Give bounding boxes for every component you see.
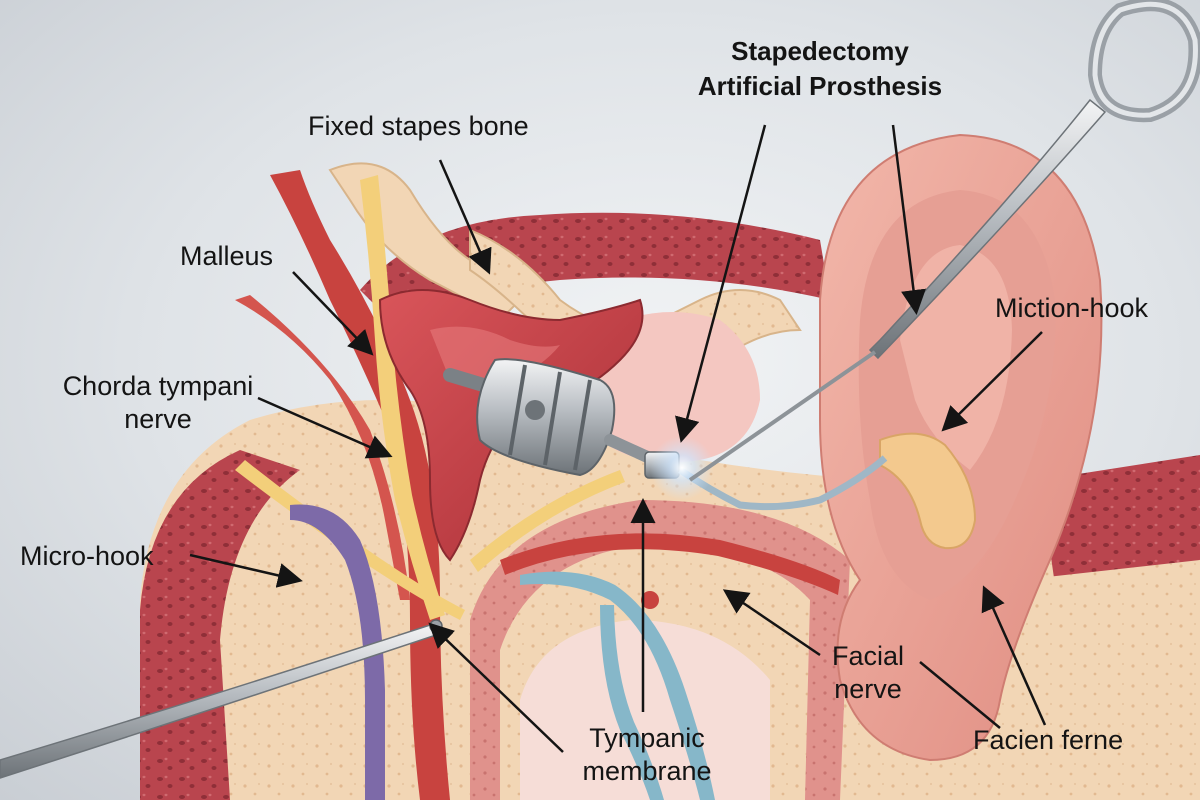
malleus-label: Malleus [180,241,274,271]
chorda-line-2: nerve [124,404,192,434]
fixed-stapes-label: Fixed stapes bone [308,111,529,141]
chorda-tympani-label: Chorda tympani nerve [40,370,276,436]
facial-line-1: Facial [831,641,905,671]
title-line-1: Stapedectomy [731,36,909,66]
canal-opening [520,620,770,800]
ossicle-insert [879,432,977,550]
facial-nerve-vessel [500,533,840,595]
facial-nerve-label: Facial nerve [808,640,928,706]
miction-hook-label: Miction-hook [995,293,1149,323]
tympanic-membrane-label: Tympanic membrane [552,722,742,788]
tympanic-line-2: membrane [582,756,712,786]
vein-purple [290,504,385,800]
ring-forceps [688,0,1200,482]
title-label: Stapedectomy Artificial Prosthesis [660,34,980,104]
vessel-blue [520,571,715,800]
facial-line-2: nerve [834,674,902,704]
tympanic-line-1: Tympanic [589,723,705,753]
chorda-line-1: Chorda tympani [62,371,254,401]
facien-ferne-label: Facien ferne [973,725,1124,755]
prosthesis-device [443,358,888,511]
micro-hook-label: Micro-hook [20,541,154,571]
nerve-bundle-yellow [360,175,445,620]
title-line-2: Artificial Prosthesis [697,71,943,101]
